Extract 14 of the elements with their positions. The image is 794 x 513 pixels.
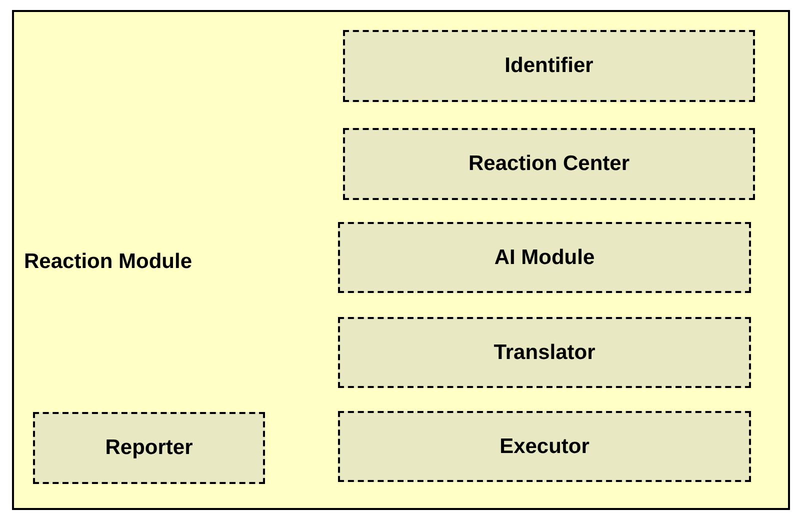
component-box [338,222,751,293]
component-box [343,128,755,200]
component-box [338,411,751,482]
component-label: Translator [494,340,596,364]
component-box [338,317,751,388]
component-box [343,30,755,102]
component-label: Reaction Center [468,152,630,176]
component-label: Identifier [504,54,594,78]
component-label: AI Module [494,246,595,270]
module-container [12,10,790,510]
component-box [33,412,265,484]
container-title: Reaction Module [24,250,192,274]
component-label: Reporter [105,436,193,460]
component-label: Executor [500,434,590,458]
